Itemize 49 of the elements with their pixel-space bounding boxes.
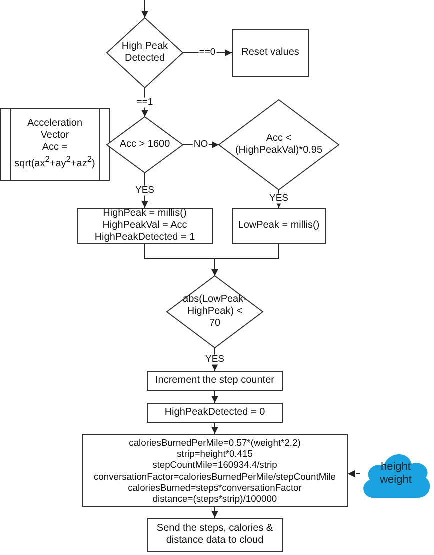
decision-diamond [107, 18, 183, 88]
decision-diamond [219, 100, 339, 190]
arrow [212, 348, 218, 372]
node-text: stepCountMile=160934.4/strip [152, 459, 278, 470]
node-text: Acc = sqrt(ax$^{2}$+ay$^{2}$+az$^{2}$) [14, 142, 96, 171]
node-text: HighPeakVal = Acc [102, 220, 188, 232]
node-text: Acceleration Vector [26, 118, 84, 142]
node-text: Acc < (HighPeakVal)*0.95 [234, 133, 324, 157]
arrow [142, 88, 148, 118]
node-text: strip=height*0.415 [177, 448, 253, 460]
arrow [212, 390, 218, 404]
node-text: abs(LowPeak-HighPeak) < 70 [183, 294, 247, 330]
node-text: Send the steps, calories & distance data to cloud [156, 523, 274, 547]
arrow [142, 172, 148, 208]
dashed-arrow [348, 470, 360, 478]
node-text: conversationFactor=caloriesBurnedPerMile/stepCountMile [94, 470, 336, 482]
edge-label: YES [268, 194, 290, 204]
edge-label: ==0 [198, 48, 217, 58]
node-text: HighPeakDetected = 0 [164, 407, 266, 419]
edge-label: YES [204, 354, 226, 365]
process-box [147, 403, 283, 423]
process-box [77, 208, 213, 244]
node-text: caloriesBurned=steps*conversationFactor [128, 482, 302, 494]
predefined-process-box [0, 108, 110, 181]
edge-label: YES [134, 185, 156, 196]
node-text: weight [380, 474, 412, 488]
node-text: LowPeak = millis() [238, 220, 320, 232]
process-box [147, 371, 283, 391]
decision-diamond [167, 276, 263, 348]
edge-label: NO [192, 140, 210, 150]
process-box [147, 518, 283, 552]
arrow [212, 506, 218, 518]
process-box [82, 434, 348, 507]
node-text: distance=(steps*strip)/100000 [152, 493, 278, 504]
node-text: Acc > 1600 [120, 139, 170, 151]
arrow [212, 422, 218, 434]
process-box [232, 208, 326, 244]
node-text: caloriesBurnedPerMile=0.57*(weight*2.2) [129, 436, 301, 448]
node-text: High Peak Detected [120, 41, 170, 65]
node-text: HighPeak = millis() [103, 208, 187, 220]
edge-label: ==1 [136, 97, 154, 108]
node-text: HighPeakDetected = 1 [94, 232, 196, 244]
process-box [232, 29, 309, 77]
arrow [142, 0, 148, 18]
node-text: height [381, 460, 411, 474]
decision-diamond [107, 117, 183, 173]
node-text: Reset values [242, 47, 300, 59]
node-text: Increment the step counter [156, 375, 274, 387]
arrow [212, 244, 280, 276]
